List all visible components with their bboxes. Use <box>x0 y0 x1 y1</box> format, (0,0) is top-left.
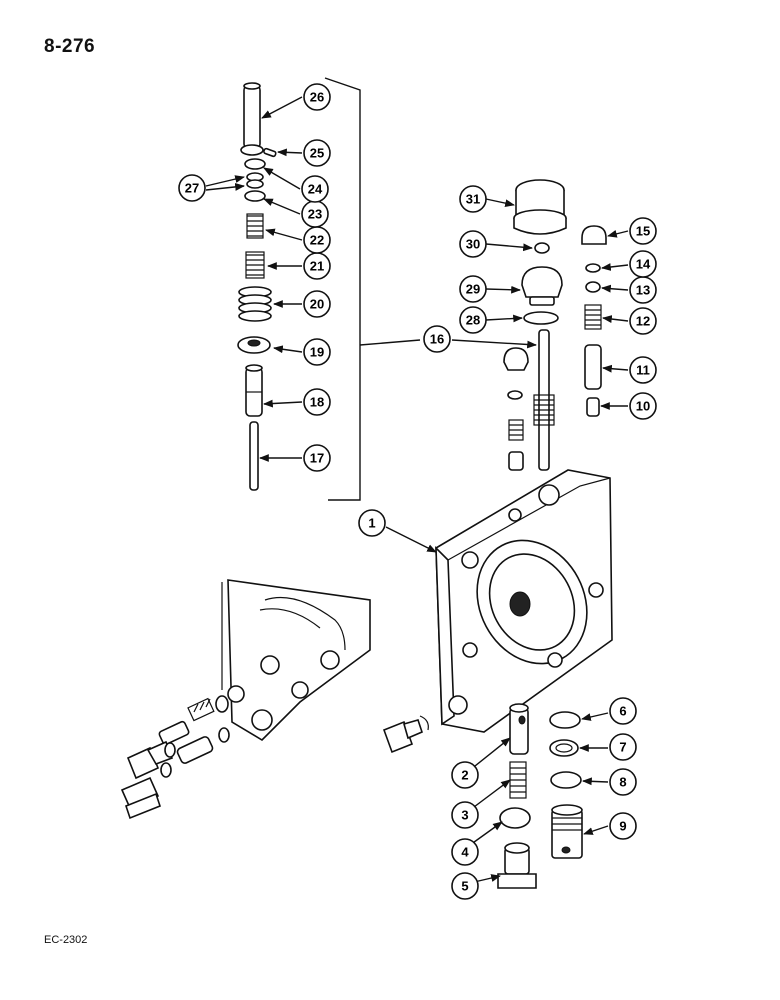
page-number: 8-276 <box>44 36 96 57</box>
callout-19: 19 <box>303 338 331 366</box>
callout-5-label: 5 <box>461 879 468 894</box>
callout-15: 15 <box>629 217 657 245</box>
callout-21: 21 <box>303 252 331 280</box>
callout-25-label: 25 <box>310 146 324 161</box>
callout-31: 31 <box>459 185 487 213</box>
callout-24: 24 <box>301 175 329 203</box>
callout-18: 18 <box>303 388 331 416</box>
callout-20: 20 <box>303 290 331 318</box>
callout-6-label: 6 <box>619 704 626 719</box>
callout-29-label: 29 <box>466 282 480 297</box>
callout-9: 9 <box>609 812 637 840</box>
callout-2: 2 <box>451 761 479 789</box>
callout-12-label: 12 <box>636 314 650 329</box>
upper-right-parts <box>503 179 607 471</box>
callout-11-label: 11 <box>636 363 650 378</box>
callout-18-label: 18 <box>310 395 324 410</box>
inset-detail <box>120 579 371 820</box>
group-bracket <box>324 77 361 501</box>
callout-26-label: 26 <box>310 90 324 105</box>
figure-code: EC-2302 <box>44 934 88 946</box>
callout-24-label: 24 <box>308 182 323 197</box>
callout-10-label: 10 <box>636 399 650 414</box>
callout-8: 8 <box>609 768 637 796</box>
lower-parts <box>382 703 583 889</box>
callout-7: 7 <box>609 733 637 761</box>
callout-12: 12 <box>629 307 657 335</box>
callout-11: 11 <box>629 356 657 384</box>
callout-3: 3 <box>451 801 479 829</box>
callout-19-label: 19 <box>310 345 324 360</box>
callout-10: 10 <box>629 392 657 420</box>
callout-9-label: 9 <box>619 819 626 834</box>
callout-1-label: 1 <box>368 516 375 531</box>
callout-23: 23 <box>301 200 329 228</box>
callout-13: 13 <box>629 276 657 304</box>
callout-5: 5 <box>451 872 479 900</box>
callout-16: 16 <box>423 325 451 353</box>
callout-3-label: 3 <box>461 808 468 823</box>
callout-23-label: 23 <box>308 207 322 222</box>
callout-28-label: 28 <box>466 313 480 328</box>
callout-4: 4 <box>451 838 479 866</box>
callout-16-label: 16 <box>430 332 444 347</box>
callout-7-label: 7 <box>619 740 626 755</box>
valve-stack-left <box>237 82 277 491</box>
callout-29: 29 <box>459 275 487 303</box>
callout-14: 14 <box>629 250 657 278</box>
callout-22-label: 22 <box>310 233 324 248</box>
callout-26: 26 <box>303 83 331 111</box>
callout-14-label: 14 <box>636 257 651 272</box>
callout-20-label: 20 <box>310 297 324 312</box>
callout-27-label: 27 <box>185 181 199 196</box>
callout-15-label: 15 <box>636 224 650 239</box>
callout-21-label: 21 <box>310 259 324 274</box>
callout-25: 25 <box>303 139 331 167</box>
callout-31-label: 31 <box>466 192 480 207</box>
callout-6: 6 <box>609 697 637 725</box>
callout-13-label: 13 <box>636 283 650 298</box>
callout-27: 27 <box>178 174 206 202</box>
callout-4-label: 4 <box>461 845 469 860</box>
callout-17-label: 17 <box>310 451 324 466</box>
callout-28: 28 <box>459 306 487 334</box>
callout-8-label: 8 <box>619 775 626 790</box>
valve-housing <box>435 469 613 733</box>
callout-30-label: 30 <box>466 237 480 252</box>
callout-1: 1 <box>358 509 386 537</box>
callout-22: 22 <box>303 226 331 254</box>
callout-17: 17 <box>303 444 331 472</box>
callout-30: 30 <box>459 230 487 258</box>
callout-2-label: 2 <box>461 768 468 783</box>
